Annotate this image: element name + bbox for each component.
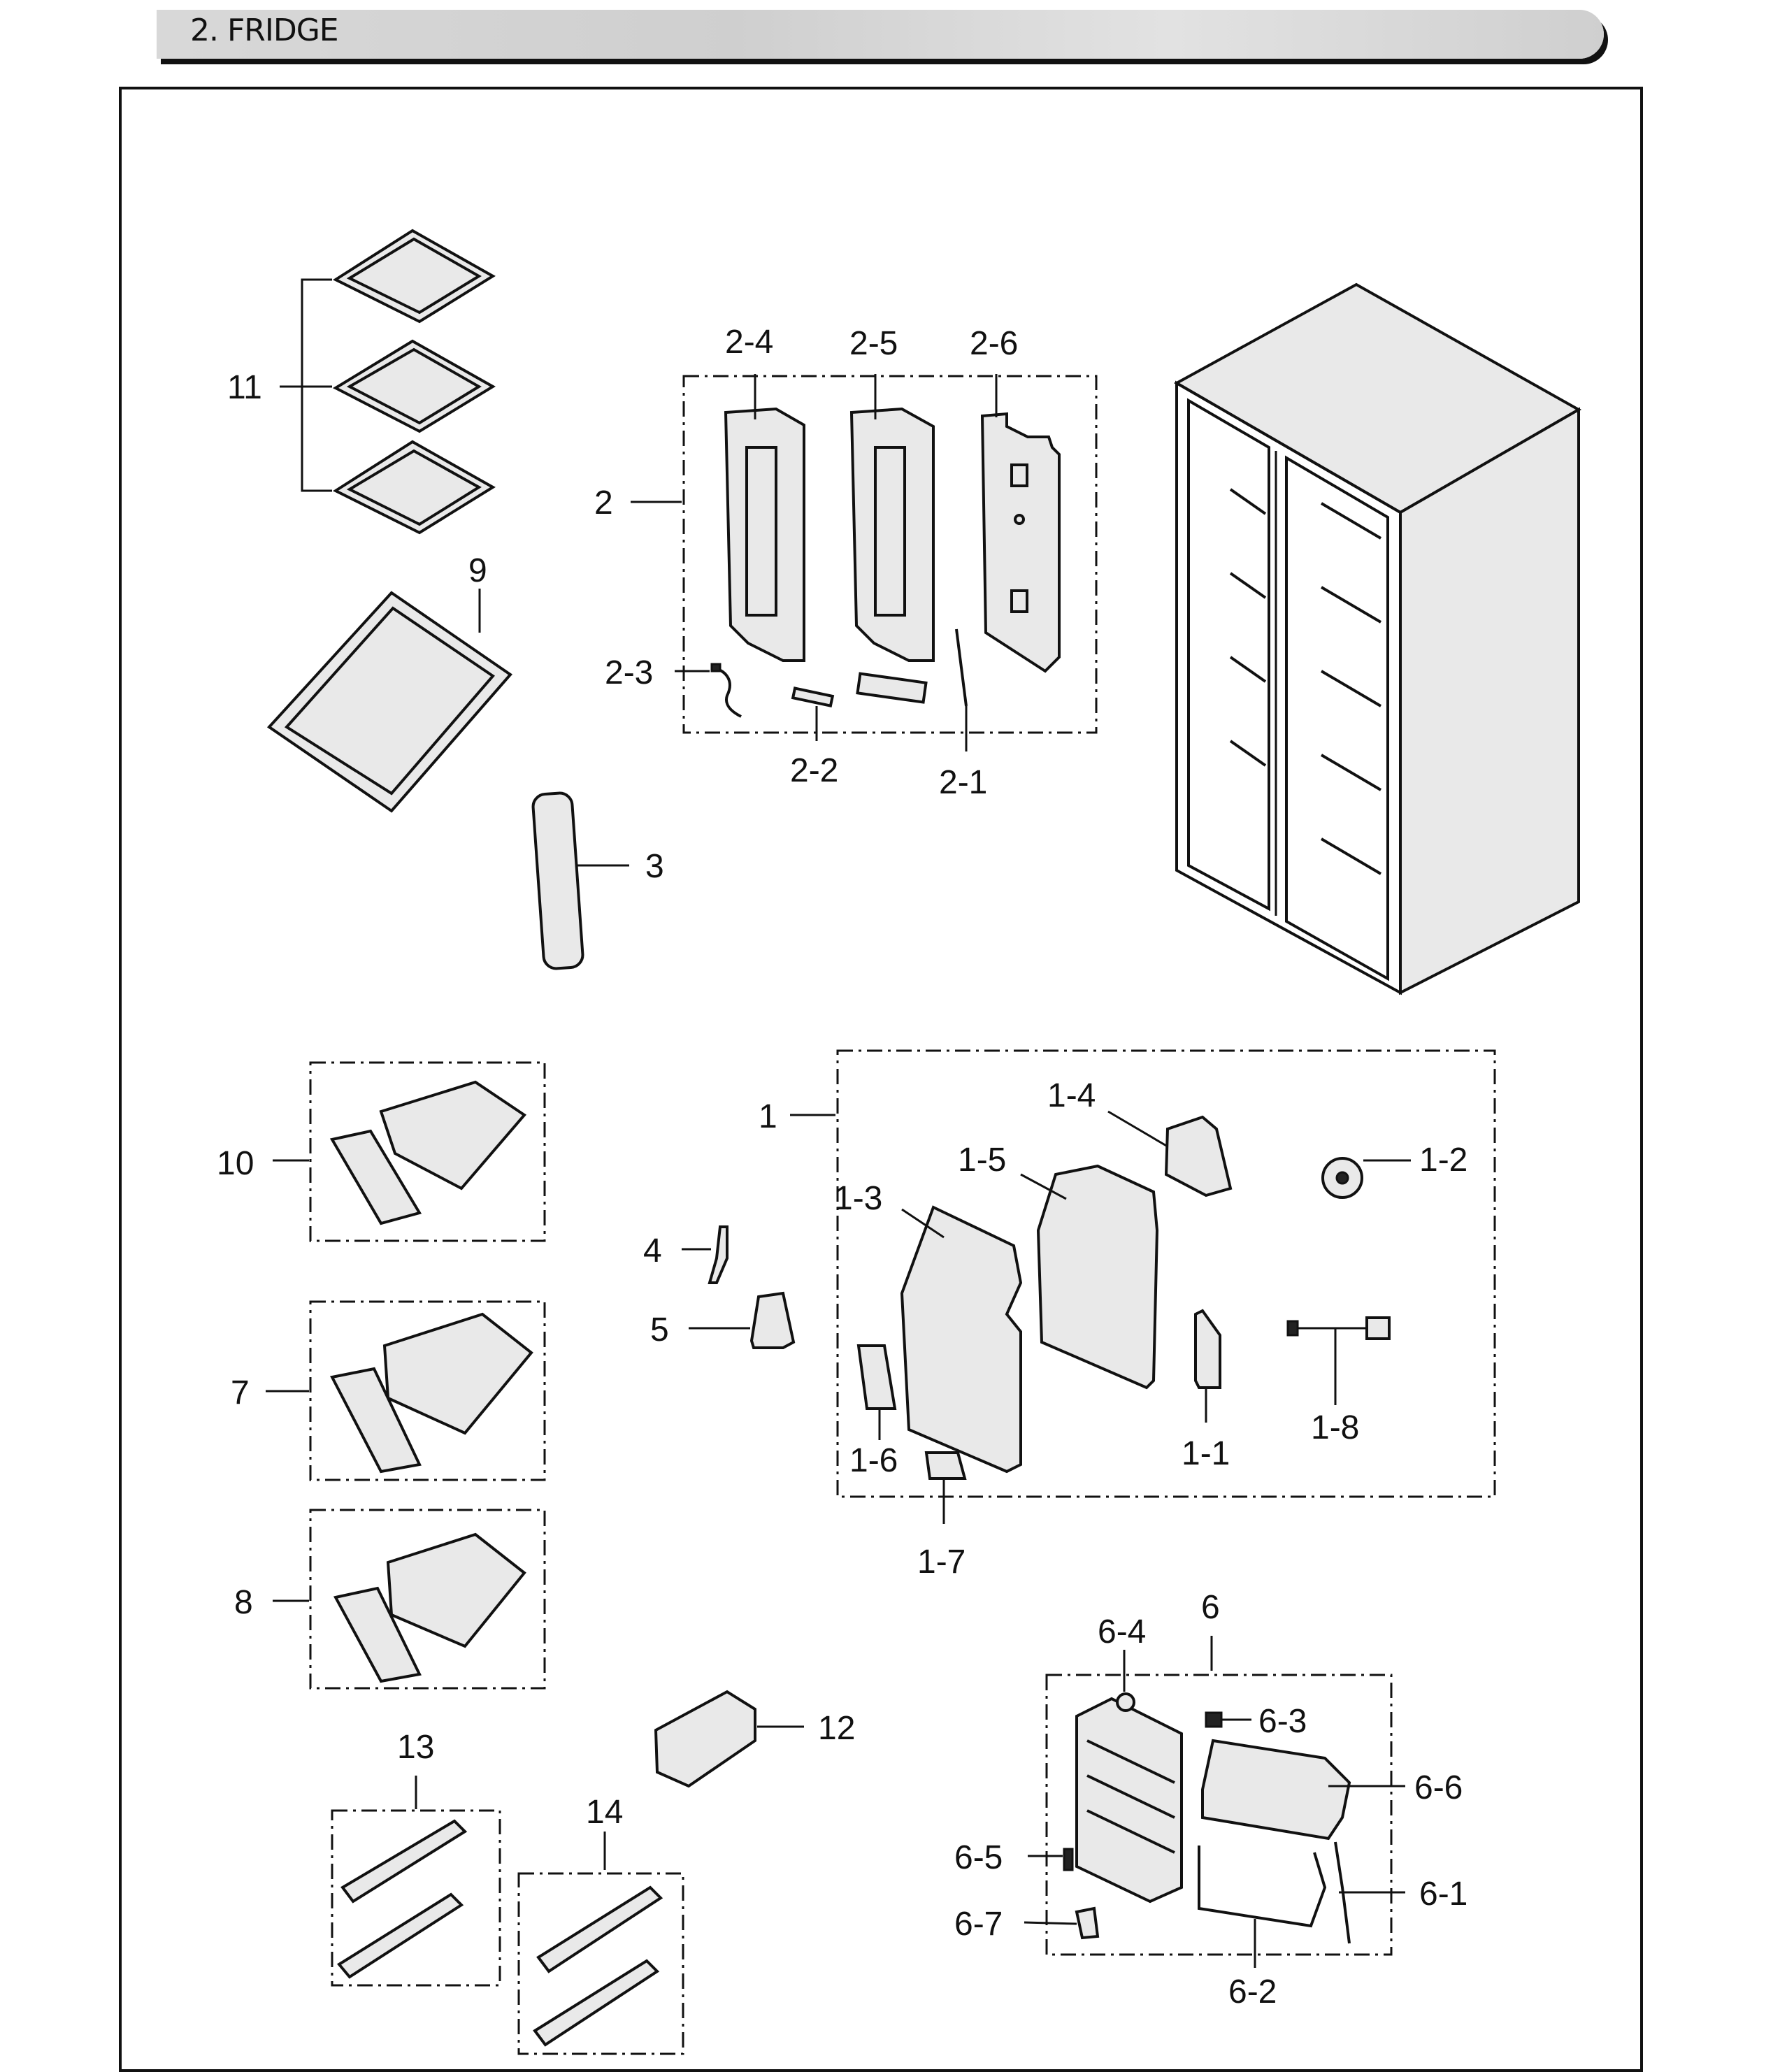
callout-6-1: 6-1	[1419, 1876, 1467, 1913]
part-1-8-harness	[1286, 1316, 1391, 1405]
callout-2-6: 2-6	[970, 325, 1018, 362]
part-6-6-heater-cover	[1201, 1739, 1405, 1841]
part-2-5-duct	[849, 374, 935, 662]
group-box-14	[517, 1872, 684, 2055]
callout-2-2: 2-2	[790, 752, 838, 789]
refrigerator-cabinet	[1173, 282, 1582, 995]
part-2-4-duct	[724, 374, 805, 662]
part-11-shelves	[280, 229, 496, 535]
callout-7: 7	[231, 1374, 250, 1411]
part-1-1-part	[1194, 1309, 1221, 1423]
group-box-2	[682, 375, 1098, 734]
part-6-2-heater	[1198, 1846, 1327, 1968]
part-14-rails	[533, 1885, 663, 2047]
part-1-2-fan-motor	[1321, 1157, 1411, 1199]
section-title: 2. FRIDGE	[190, 13, 339, 48]
group-box-7	[309, 1300, 546, 1481]
part-2-3-sensor	[675, 663, 742, 718]
group-box-6	[1045, 1674, 1393, 1956]
part-6-5-part	[1028, 1848, 1074, 1871]
callout-6-5: 6-5	[954, 1839, 1003, 1876]
callout-2: 2	[594, 484, 613, 521]
group-box-1	[836, 1049, 1496, 1498]
callout-6-3: 6-3	[1258, 1703, 1307, 1740]
callout-6-2: 6-2	[1228, 1973, 1277, 2010]
part-12-housing	[654, 1690, 804, 1788]
part-1-5-evap-cover	[1020, 1164, 1159, 1390]
group-box-8	[309, 1509, 546, 1690]
part-6-1-fuse	[1334, 1841, 1405, 1944]
part-1-6-part	[856, 1344, 897, 1440]
part-5-cap	[689, 1291, 796, 1349]
callout-1-7: 1-7	[917, 1544, 966, 1581]
part-3-cover	[531, 791, 629, 970]
callout-1-4: 1-4	[1047, 1077, 1096, 1114]
part-1-7-part	[924, 1451, 967, 1524]
callout-8: 8	[234, 1584, 253, 1621]
callout-1-3: 1-3	[834, 1180, 882, 1217]
callout-6: 6	[1201, 1589, 1220, 1626]
callout-6-7: 6-7	[954, 1906, 1003, 1943]
callout-13: 13	[397, 1729, 434, 1766]
callout-1: 1	[759, 1098, 777, 1135]
callout-1-2: 1-2	[1419, 1142, 1467, 1179]
callout-2-5: 2-5	[849, 325, 898, 362]
callout-2-4: 2-4	[725, 324, 773, 361]
callout-1-5: 1-5	[958, 1142, 1006, 1179]
callout-2-3: 2-3	[605, 654, 653, 691]
part-9-glass-shelf	[266, 589, 512, 813]
section-header-bar	[157, 10, 1604, 59]
callout-4: 4	[643, 1232, 662, 1269]
group-box-10	[309, 1061, 546, 1242]
callout-11: 11	[227, 369, 262, 406]
callout-6-4: 6-4	[1098, 1613, 1146, 1650]
callout-14: 14	[586, 1794, 623, 1831]
group-box-13	[331, 1809, 501, 1987]
callout-6-6: 6-6	[1414, 1769, 1463, 1806]
part-1-4-part	[1107, 1110, 1233, 1197]
part-2-6-panel	[980, 374, 1061, 673]
callout-5: 5	[650, 1311, 669, 1348]
callout-2-1: 2-1	[939, 764, 987, 801]
part-2-1-wire	[856, 628, 968, 751]
part-8-crisper	[333, 1532, 526, 1683]
part-6-7-part	[1024, 1906, 1100, 1940]
part-10-crisper	[329, 1080, 526, 1225]
part-6-4-part	[1116, 1650, 1135, 1712]
callout-1-8: 1-8	[1311, 1409, 1359, 1446]
callout-1-6: 1-6	[849, 1442, 898, 1479]
callout-9: 9	[468, 552, 487, 589]
part-6-3-part	[1205, 1711, 1251, 1728]
part-13-rails	[336, 1819, 468, 1979]
part-7-crisper	[330, 1312, 533, 1474]
callout-10: 10	[217, 1145, 254, 1182]
callout-3: 3	[645, 848, 664, 885]
part-2-2-label	[791, 686, 835, 741]
part-4-clip	[682, 1225, 728, 1284]
part-6-evaporator	[1075, 1697, 1183, 1904]
callout-1-1: 1-1	[1182, 1435, 1230, 1472]
part-1-3-cover	[900, 1205, 1023, 1474]
callout-12: 12	[818, 1710, 855, 1747]
